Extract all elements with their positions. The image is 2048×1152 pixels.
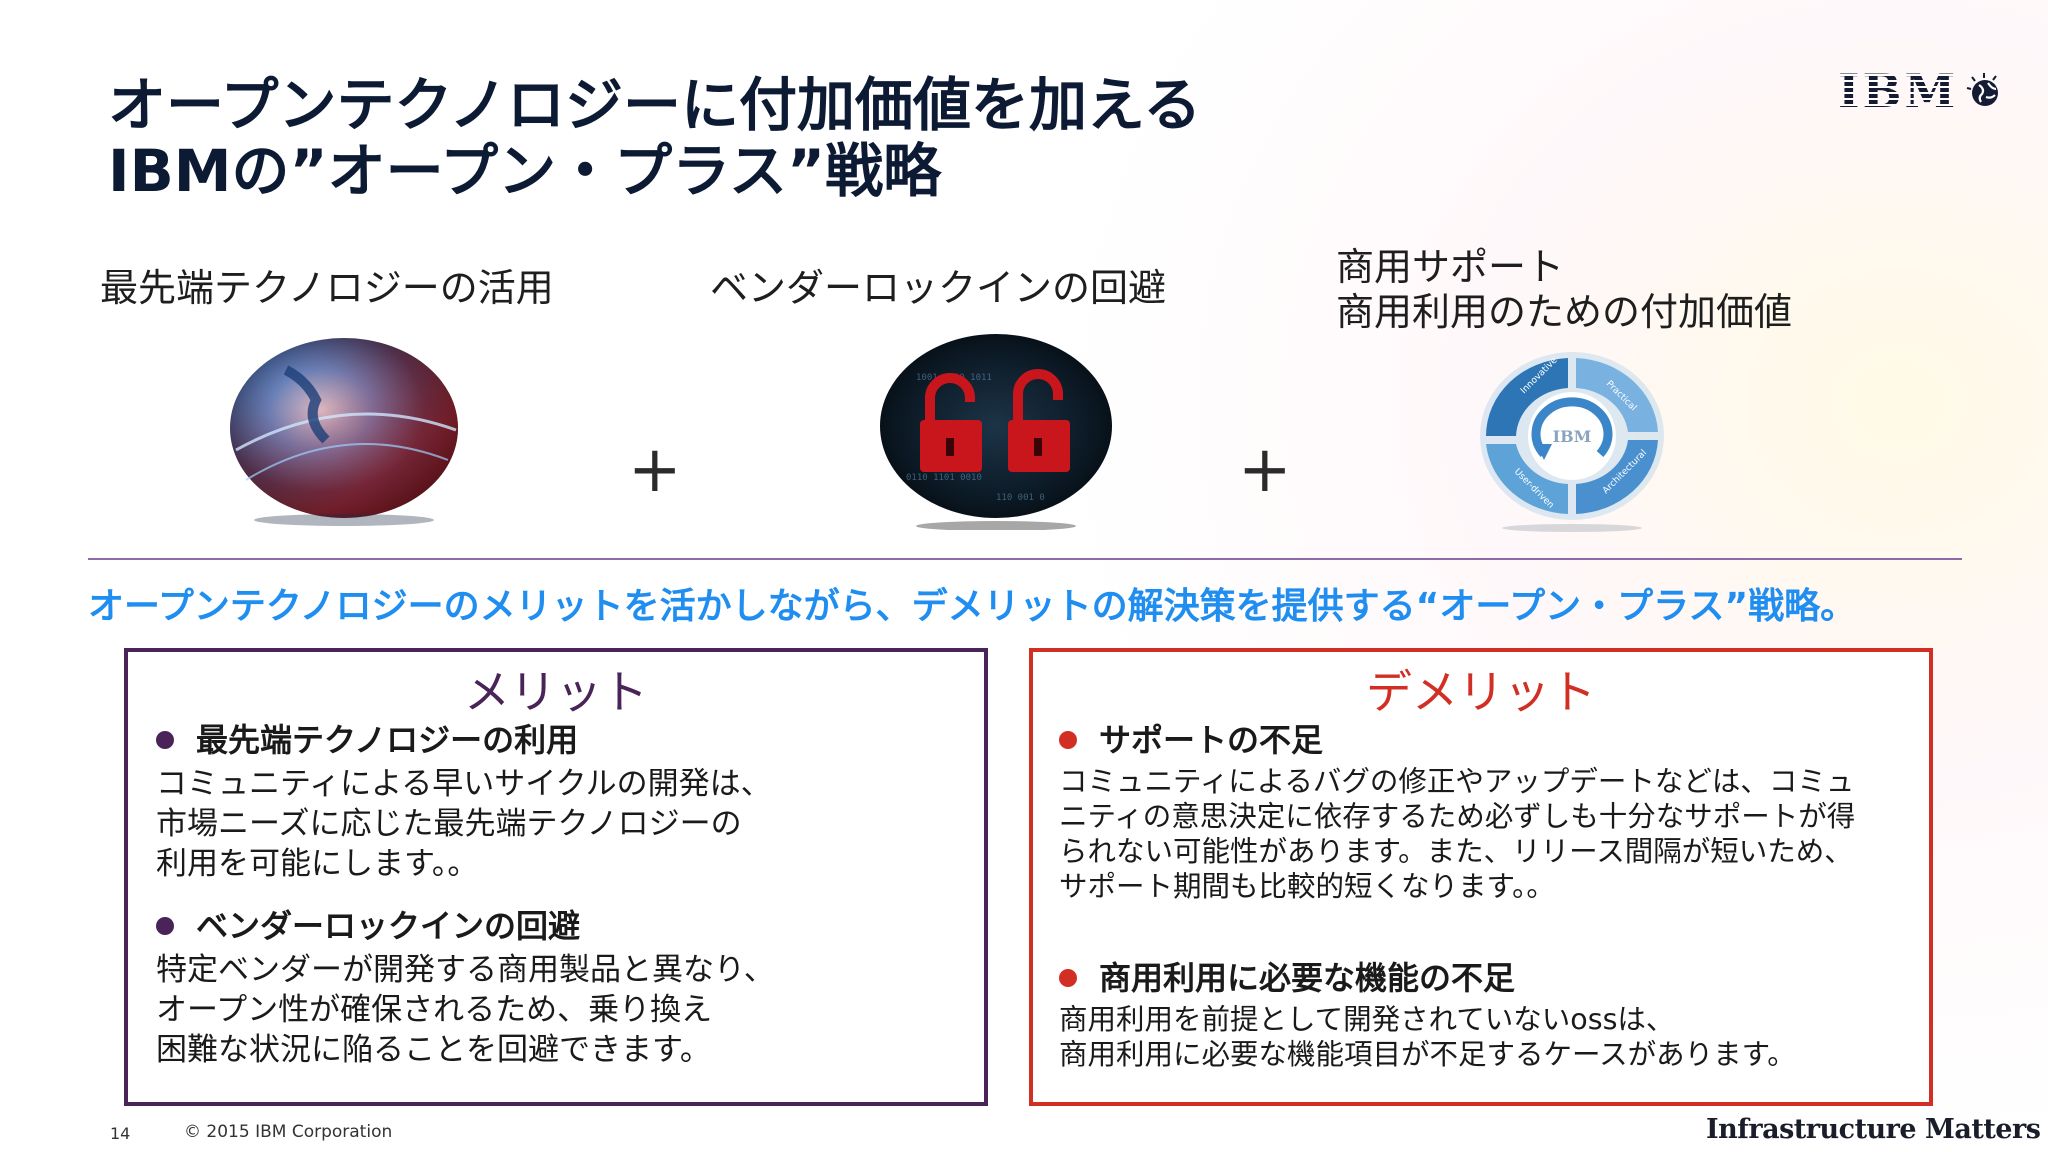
demerit-heading-features: 商用利用に必要な機能の不足 — [1059, 958, 1515, 998]
section-divider — [88, 558, 1962, 560]
demerits-box: デメリット サポートの不足 コミュニティによるバグの修正やアップデートなどは、コ… — [1029, 648, 1933, 1106]
bullet-icon — [1059, 969, 1077, 987]
plus-sign-2: + — [1238, 433, 1292, 507]
tagline: Infrastructure Matters — [1706, 1114, 2041, 1145]
ibm-logo: IBM — [1838, 64, 2004, 118]
merit-heading-latest-tech: 最先端テクノロジーの利用 — [156, 720, 578, 760]
ibm-cycle-diagram-image: IBM Innovative Practical Architectural U… — [1480, 352, 1664, 532]
pillar-label-commercial-support: 商用サポート — [1336, 245, 1565, 289]
pillar-label-added-value: 商用利用のための付加価値 — [1336, 290, 1793, 334]
bullet-icon — [156, 917, 174, 935]
demerit-body-support: コミュニティによるバグの修正やアップデートなどは、コミュ ニティの意思決定に依存… — [1059, 765, 1856, 903]
slide-title: オープンテクノロジーに付加価値を加える IBMの”オープン・プラス”戦略 — [108, 71, 1202, 205]
plus-sign-1: + — [628, 433, 682, 507]
globe-technology-image — [230, 338, 458, 526]
demerit-heading-support: サポートの不足 — [1059, 720, 1323, 760]
merits-title: メリット — [464, 665, 648, 719]
bullet-icon — [1059, 731, 1077, 749]
copyright: © 2015 IBM Corporation — [184, 1122, 393, 1142]
merit-body-avoid-lockin: 特定ベンダーが開発する商用製品と異なり、 オープン性が確保されるため、乗り換え … — [156, 952, 775, 1068]
page-number: 14 — [110, 1124, 131, 1143]
cycle-center-label: IBM — [1553, 427, 1592, 446]
pillar-label-latest-tech: 最先端テクノロジーの活用 — [100, 266, 554, 310]
summary-statement: オープンテクノロジーのメリットを活かしながら、デメリットの解決策を提供する“オー… — [88, 586, 1857, 627]
svg-text:0110 1101 0010: 0110 1101 0010 — [906, 473, 982, 483]
merit-body-latest-tech: コミュニティによる早いサイクルの開発は、 市場ニーズに応じた最先端テクノロジーの… — [156, 766, 772, 882]
merit-heading-avoid-lockin: ベンダーロックインの回避 — [156, 906, 580, 946]
unlocked-padlocks-image: 1001 0110 1011 0110 1101 0010 110 001 0 — [880, 334, 1112, 530]
merits-box: メリット 最先端テクノロジーの利用 コミュニティによる早いサイクルの開発は、 市… — [124, 648, 988, 1106]
demerit-body-features: 商用利用を前提として開発されていないossは、 商用利用に必要な機能項目が不足す… — [1059, 1003, 1796, 1071]
ibm-logo-text: IBM — [1838, 64, 1959, 118]
bullet-icon — [156, 731, 174, 749]
pillar-label-avoid-lockin: ベンダーロックインの回避 — [710, 266, 1167, 310]
globe-icon — [1967, 73, 1999, 106]
demerits-title: デメリット — [1366, 665, 1596, 719]
svg-text:110 001 0: 110 001 0 — [996, 493, 1045, 503]
